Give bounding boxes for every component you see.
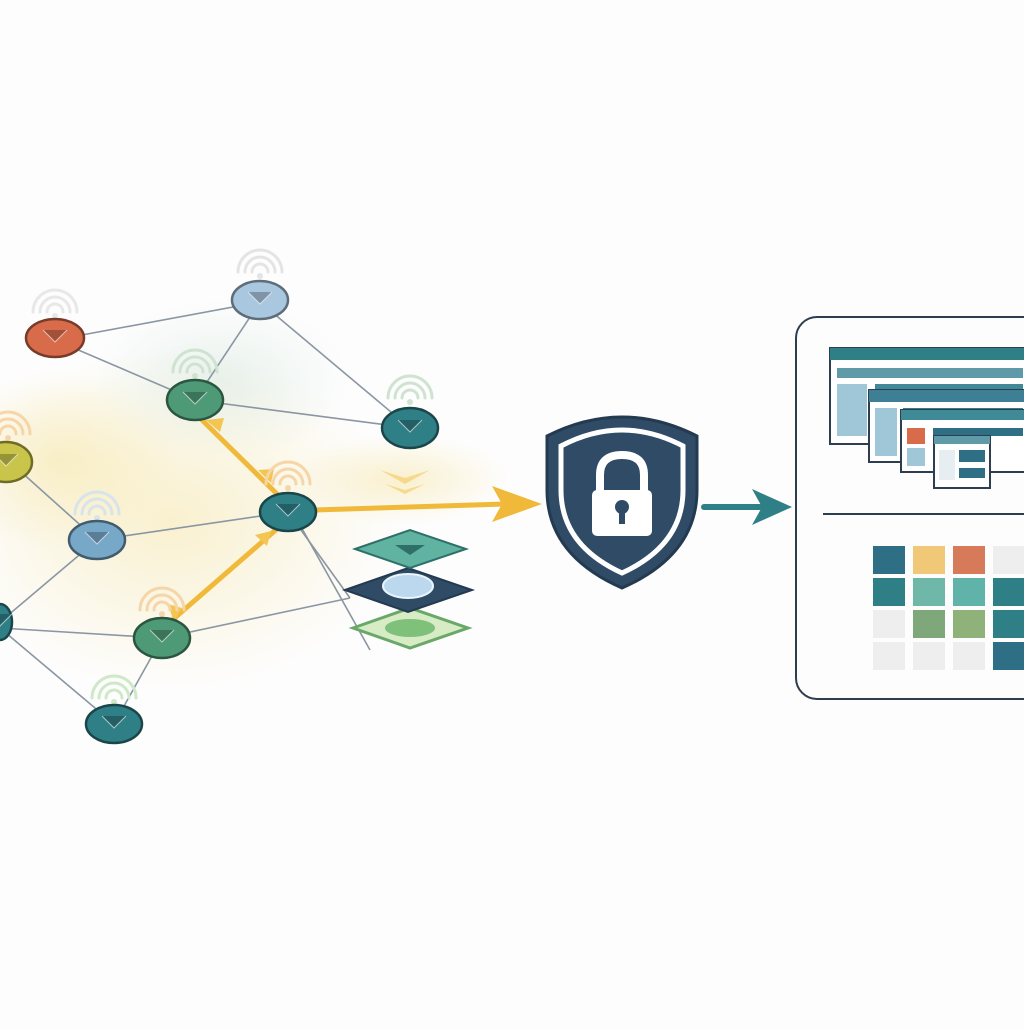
node-hub bbox=[258, 491, 318, 533]
grid-cell bbox=[873, 642, 905, 670]
grid-cell bbox=[993, 546, 1024, 574]
dashboard-windows-icon bbox=[823, 347, 1024, 670]
node-green-lower bbox=[132, 616, 192, 660]
faint-upper-chevrons bbox=[380, 470, 430, 494]
edge bbox=[194, 399, 411, 429]
node-teal-left-edge bbox=[0, 602, 14, 642]
node-yellow-left bbox=[0, 440, 34, 484]
dashboard-window bbox=[933, 435, 991, 489]
wifi-signal-icon bbox=[0, 410, 32, 441]
layered-storage-icon bbox=[341, 528, 476, 650]
lock-shield-icon bbox=[545, 415, 699, 590]
wifi-signal-icon bbox=[236, 248, 284, 279]
grid-cell bbox=[913, 578, 945, 606]
grid-cell bbox=[873, 578, 905, 606]
node-blue-mid bbox=[67, 519, 127, 561]
edge bbox=[96, 511, 289, 541]
edge bbox=[0, 627, 115, 725]
signal-icons bbox=[0, 248, 434, 705]
grid-cell bbox=[913, 610, 945, 638]
dashboard-panel bbox=[795, 316, 1024, 700]
output-arrow bbox=[701, 489, 792, 525]
node-teal-bottom bbox=[84, 703, 144, 745]
wifi-signal-icon bbox=[31, 288, 79, 319]
wifi-signal-icon bbox=[171, 348, 219, 379]
grid-cell bbox=[993, 610, 1024, 638]
flow-arrow-hub-to-shield bbox=[312, 486, 542, 522]
network-nodes bbox=[0, 279, 440, 745]
node-light-blue-top bbox=[230, 279, 290, 321]
edge bbox=[259, 301, 411, 429]
grid-cell bbox=[993, 578, 1024, 606]
wifi-signal-icon bbox=[90, 674, 138, 705]
grid-cell bbox=[953, 610, 985, 638]
node-teal-right bbox=[380, 406, 440, 450]
grid-cell bbox=[873, 610, 905, 638]
wifi-signal-icon bbox=[138, 586, 186, 617]
grid-cell bbox=[913, 642, 945, 670]
wifi-signal-icon bbox=[386, 374, 434, 405]
node-green-mid bbox=[165, 378, 225, 422]
grid-cell bbox=[873, 546, 905, 574]
grid-cell bbox=[913, 546, 945, 574]
grid-cell bbox=[953, 546, 985, 574]
heatmap-grid-icon bbox=[873, 546, 1024, 670]
background-glows bbox=[0, 300, 510, 690]
grid-cell bbox=[953, 578, 985, 606]
edge bbox=[161, 597, 351, 639]
node-orange bbox=[24, 317, 86, 359]
flow-arrow-lower-to-hub bbox=[167, 525, 281, 625]
wifi-signal-icon bbox=[73, 490, 121, 521]
grid-cell bbox=[993, 642, 1024, 670]
edge bbox=[54, 301, 261, 341]
wifi-signal-icon bbox=[264, 460, 312, 491]
grid-cell bbox=[953, 642, 985, 670]
